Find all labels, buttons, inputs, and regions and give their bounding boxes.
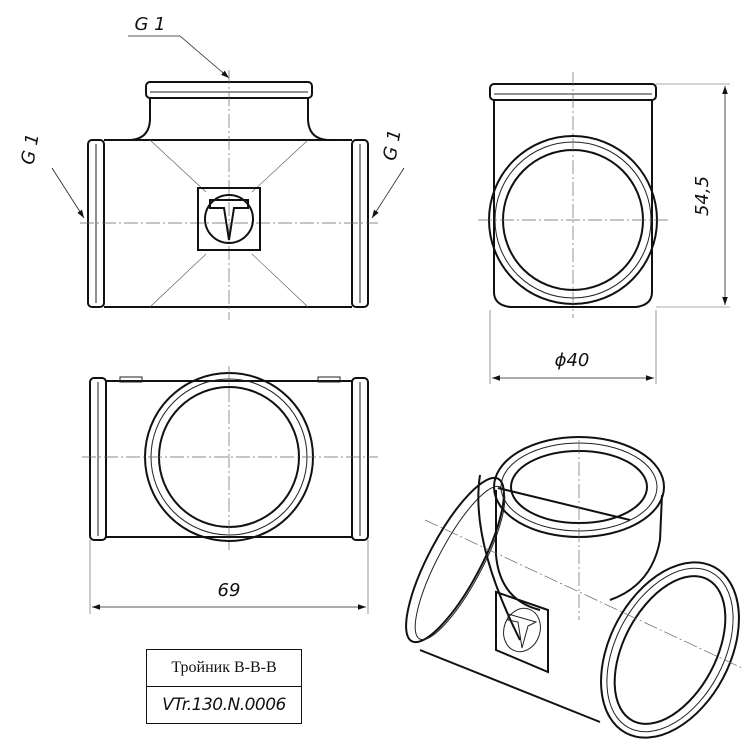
part-code: VTr.130.N.0006 [146, 686, 302, 724]
logo-box [197, 187, 261, 251]
side-view [478, 72, 668, 318]
part-name: Тройник В-В-В [146, 649, 302, 687]
thread-label-top: G 1 [134, 14, 165, 35]
dim-length-label: 69 [218, 580, 241, 601]
logo-circle [204, 194, 254, 244]
dim-length: 69 [89, 540, 369, 614]
isometric-view [405, 436, 743, 739]
top-view [82, 366, 378, 550]
dim-height-label: 54,5 [692, 176, 713, 216]
thread-label-right: G 1 [380, 128, 406, 162]
front-view [80, 70, 378, 320]
dim-diameter-label: ϕ40 [555, 350, 590, 371]
dim-height: 54,5 [656, 83, 730, 308]
logo-t-mark [209, 199, 249, 241]
iso-logo-box [495, 590, 549, 674]
dim-diameter: ϕ40 [489, 310, 657, 384]
thread-callouts [51, 35, 405, 219]
thread-label-left: G 1 [18, 132, 44, 166]
